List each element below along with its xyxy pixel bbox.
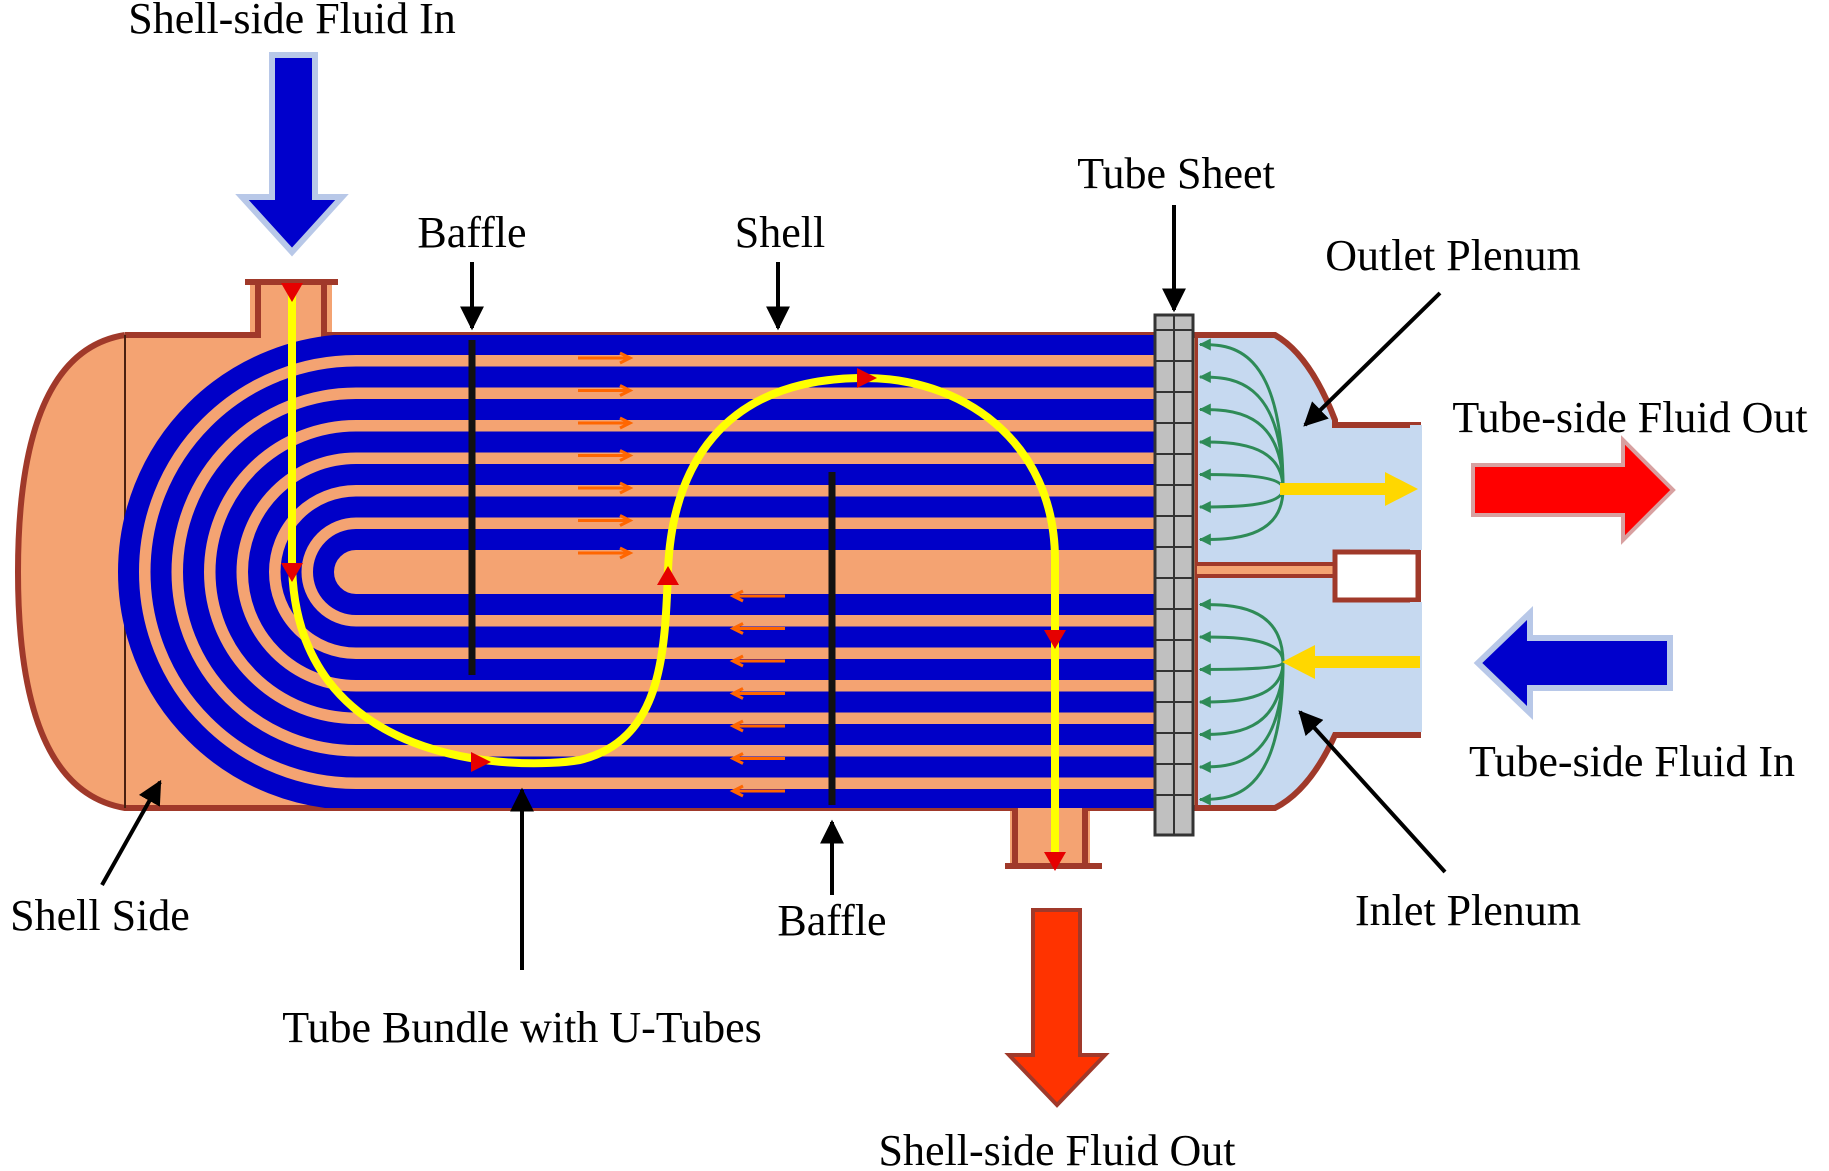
plenum-divider	[1193, 562, 1342, 578]
flow-markers	[281, 283, 1066, 871]
flow-arrow-left	[729, 589, 785, 603]
distribution-line	[1198, 661, 1285, 806]
arrow-left-icon	[1473, 605, 1673, 721]
distribution-line	[1198, 338, 1285, 490]
u-tube	[215, 431, 1160, 713]
tube-side-plenum-arrows	[1280, 472, 1420, 679]
label-inlet-plenum: Inlet Plenum	[1355, 886, 1581, 935]
flow-arrow-left	[729, 687, 785, 700]
distribution-line	[1198, 661, 1285, 708]
distribution-line	[1198, 371, 1285, 490]
flow-arrow-right	[578, 546, 634, 560]
label-baffle-top: Baffle	[417, 208, 526, 257]
label-tube-side-fluid-in: Tube-side Fluid In	[1469, 737, 1795, 786]
outlet-plenum-mouth	[1410, 425, 1422, 550]
label-tube-side-fluid-out: Tube-side Fluid Out	[1452, 393, 1807, 442]
distribution-line	[1198, 631, 1285, 663]
flow-arrow-left	[729, 784, 785, 798]
label-shell-side-fluid-in: Shell-side Fluid In	[128, 0, 456, 43]
pass-partition	[1332, 549, 1421, 603]
leader-lines	[100, 205, 1447, 970]
label-baffle-bottom: Baffle	[777, 896, 886, 945]
label-shell: Shell	[735, 208, 825, 257]
u-tube	[183, 399, 1160, 745]
flow-arrow-right	[578, 514, 634, 527]
label-outlet-plenum: Outlet Plenum	[1325, 231, 1580, 280]
arrow-down-icon	[1004, 908, 1110, 1108]
plenum-distribution-lines	[1198, 338, 1285, 806]
distribution-line	[1198, 598, 1285, 663]
label-shell-side: Shell Side	[10, 891, 190, 940]
u-tube	[150, 366, 1160, 778]
outlet-nozzle-tube	[1335, 422, 1418, 738]
arrow-down-icon	[235, 52, 349, 257]
tube-sheet	[1153, 313, 1195, 837]
flow-arrow-left	[729, 654, 785, 668]
flow-arrow-left	[729, 752, 785, 765]
u-tube	[118, 335, 1160, 808]
label-shell-side-fluid-out: Shell-side Fluid Out	[879, 1126, 1236, 1171]
flow-arrow-left	[729, 719, 785, 733]
flow-arrow-left	[729, 622, 785, 635]
distribution-line	[1198, 488, 1285, 546]
flow-arrow-right	[578, 351, 634, 365]
label-tube-sheet: Tube Sheet	[1077, 149, 1275, 198]
distribution-line	[1198, 436, 1285, 490]
flow-arrow-right	[578, 416, 634, 430]
arrow-right-icon	[1471, 435, 1676, 545]
label-tube-bundle: Tube Bundle with U-Tubes	[282, 1003, 762, 1052]
flow-arrow-right	[578, 449, 634, 462]
tube-bundle	[118, 335, 1160, 808]
u-tube	[313, 529, 1160, 615]
distribution-line	[1198, 403, 1285, 490]
flow-arrow-right	[578, 384, 634, 397]
flow-arrow-right	[578, 481, 634, 495]
tube-flow-arrows	[578, 351, 785, 798]
